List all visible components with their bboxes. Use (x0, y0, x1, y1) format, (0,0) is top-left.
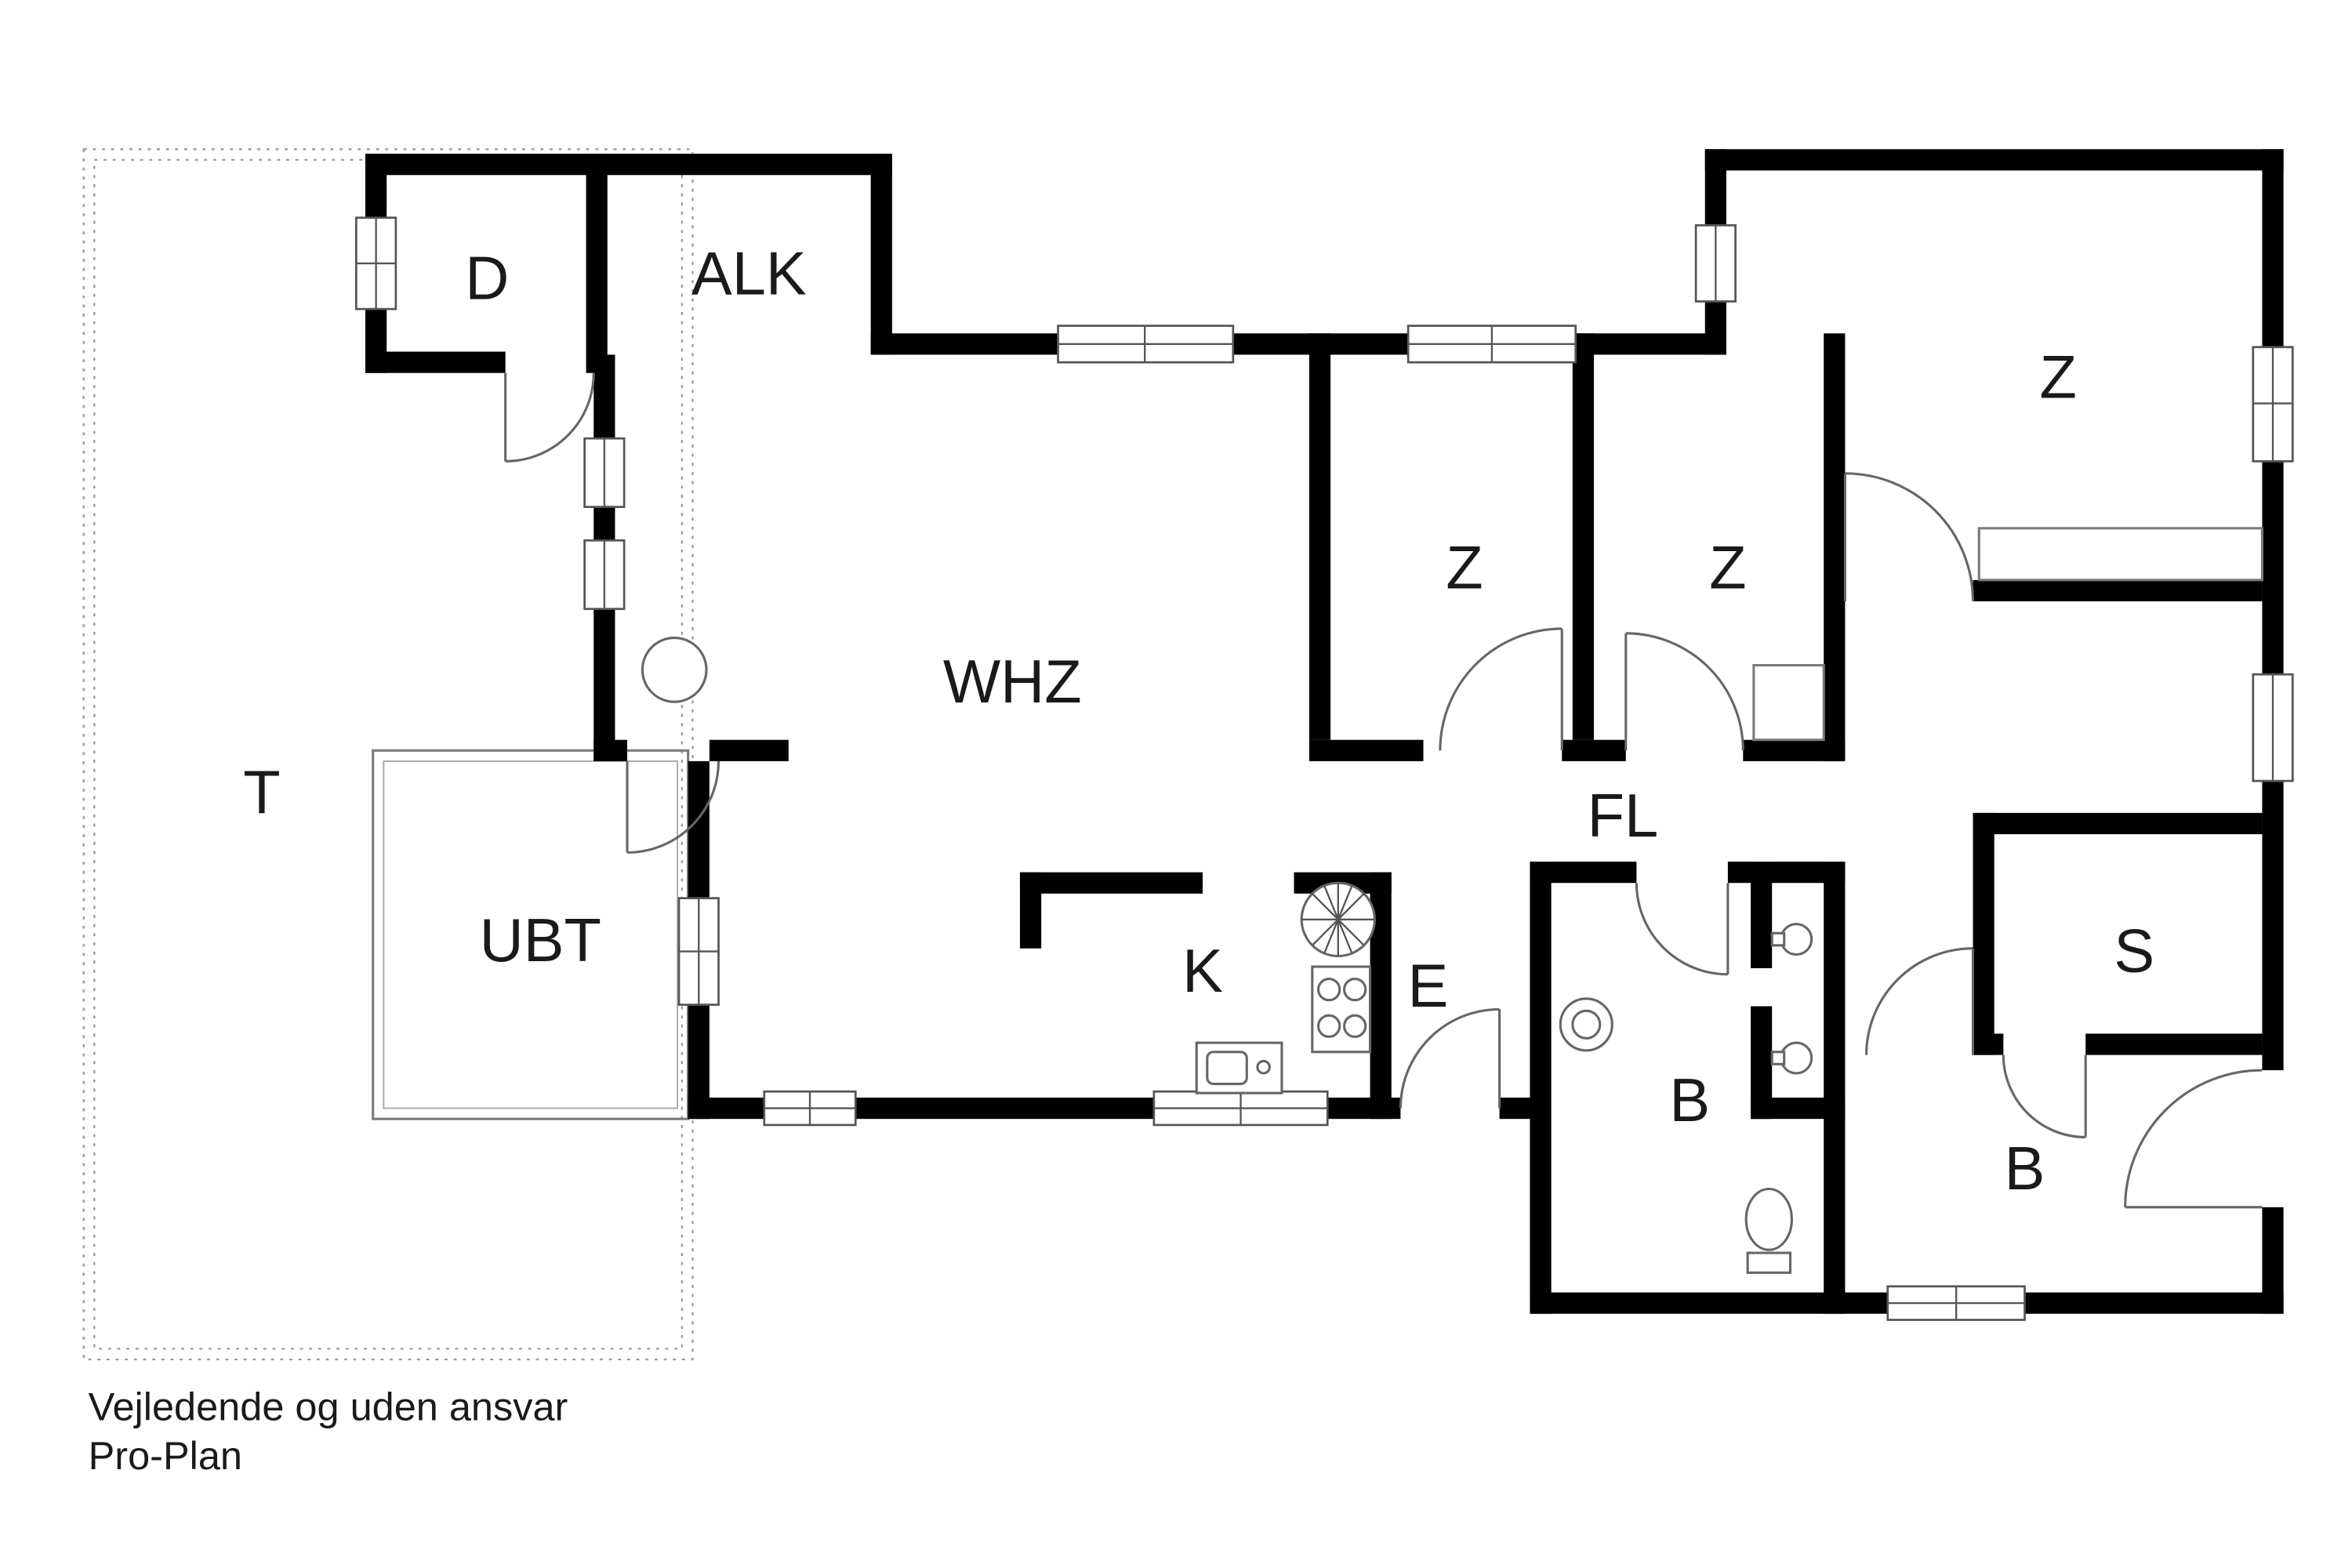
room-label-kitchen: K (1182, 938, 1223, 1005)
room-label-whz: WHZ (943, 648, 1082, 716)
room-label-z-large: Z (2040, 344, 2077, 412)
door-arc-icon (1399, 1007, 1501, 1109)
footer: Vejledende og uden ansvar Pro-Plan (89, 1385, 568, 1478)
window-icon (2252, 346, 2294, 463)
room-label-d: D (465, 245, 509, 312)
room-label-fl: FL (1588, 782, 1659, 850)
room-labels: T D ALK WHZ UBT Z Z Z FL K E B B S (243, 241, 2154, 1203)
room-label-terrace: T (243, 760, 280, 827)
door-arc-icon (1843, 472, 1975, 601)
doors (504, 372, 2263, 1209)
fan-symbol-icon (1300, 881, 1376, 957)
room-label-bath-1: B (1669, 1067, 1710, 1134)
window-icon (583, 539, 626, 611)
room-label-sauna: S (2114, 918, 2154, 985)
kitchen-sink-icon (1195, 1041, 1283, 1094)
window-icon (1152, 1090, 1329, 1127)
disclaimer-line-2: Pro-Plan (89, 1433, 242, 1478)
exterior-and-interior-walls (365, 149, 2284, 1314)
door-arc-icon (504, 372, 595, 463)
door-arc-icon (1439, 627, 1563, 751)
windows (355, 216, 2294, 1321)
round-table-icon (641, 637, 708, 703)
door-arc-icon (1865, 947, 1975, 1055)
bathroom-sink-icon (1559, 997, 1613, 1052)
disclaimer-line-1: Vejledende og uden ansvar (89, 1385, 568, 1429)
window-icon (355, 216, 397, 310)
washbasin-icon (1770, 1041, 1813, 1075)
room-label-alk: ALK (691, 241, 807, 308)
door-arc-icon (1635, 883, 1730, 976)
window-icon (1886, 1285, 2026, 1321)
closet-icon (1752, 663, 1825, 742)
fixtures (641, 527, 2263, 1274)
window-icon (1694, 224, 1737, 303)
washbasin-icon (1770, 923, 1813, 956)
door-arc-icon (626, 760, 720, 854)
room-label-z-mid-left: Z (1446, 534, 1483, 601)
wardrobe-icon (1977, 527, 2263, 582)
toilet-icon (1744, 1187, 1793, 1274)
window-icon (2252, 673, 2294, 782)
room-label-bath-2: B (2005, 1135, 2045, 1203)
door-arc-icon (1624, 632, 1744, 751)
window-icon (1057, 325, 1235, 364)
room-label-entry: E (1407, 953, 1448, 1020)
stove-icon (1311, 965, 1372, 1054)
window-icon (583, 437, 626, 508)
window-icon (677, 897, 720, 1006)
window-icon (763, 1090, 857, 1127)
door-arc-icon (2124, 1069, 2263, 1209)
room-label-ubt: UBT (480, 907, 601, 975)
door-arc-icon (2002, 1054, 2087, 1139)
room-label-z-mid-right: Z (1709, 534, 1746, 601)
window-icon (1406, 325, 1577, 364)
